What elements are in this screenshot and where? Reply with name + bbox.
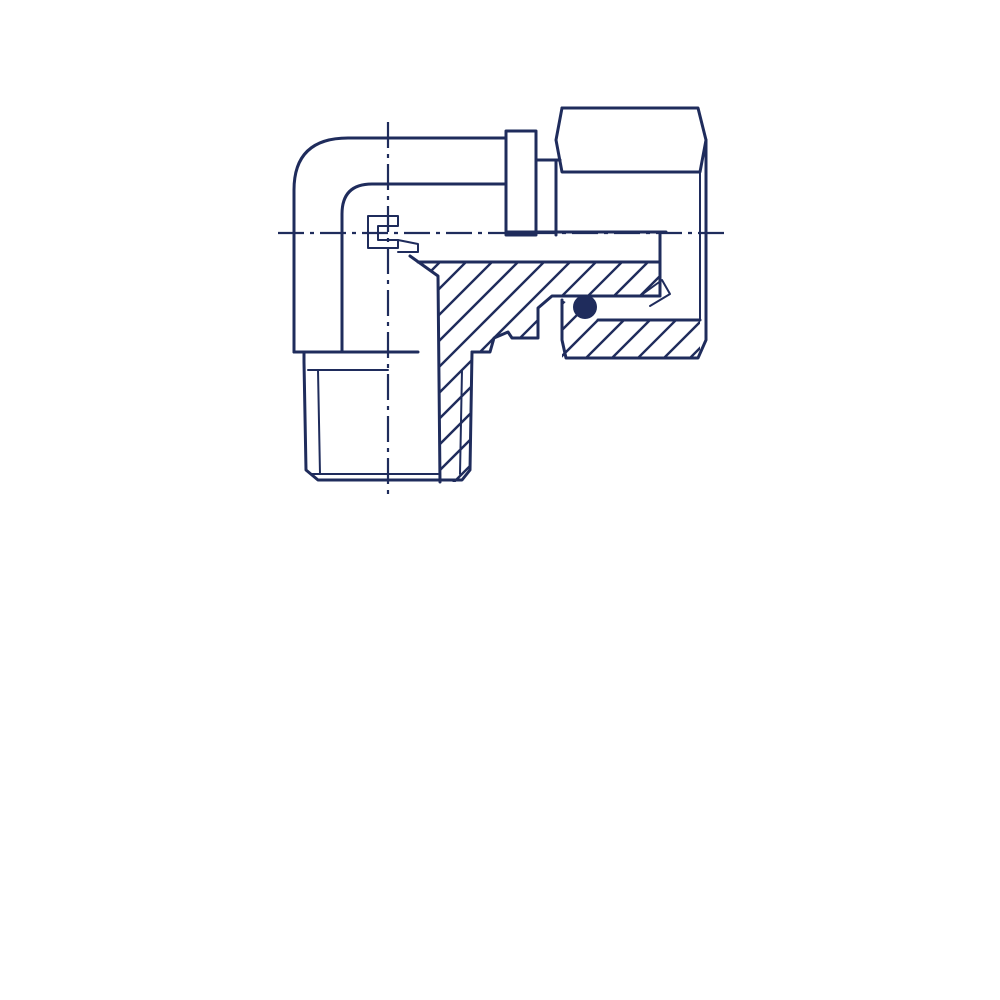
- body-hatch-line-8: [418, 262, 609, 482]
- body-hatch-line-19: [643, 262, 660, 482]
- nut-hex-outline: [560, 106, 708, 360]
- nut-hatch-line-8: [677, 300, 700, 358]
- body-hatch-line-2: [418, 262, 453, 482]
- body-hatch-line-16: [565, 262, 660, 482]
- body-hatch-line-14: [513, 262, 660, 482]
- nut-hatch-line-7: [651, 300, 700, 358]
- stud-thread-root-left: [317, 369, 321, 475]
- body-hatch-line-12: [461, 262, 660, 482]
- body-hatch-line-11: [435, 262, 660, 482]
- lock-clip-arm: [397, 239, 419, 253]
- stud-outer-contour: [302, 350, 474, 482]
- body-hatch-line-17: [591, 262, 660, 482]
- o-ring: [573, 295, 597, 319]
- nut-cone-seat: [639, 279, 671, 307]
- body-hatch-line-0: [150, 250, 400, 500]
- body-section: [150, 230, 668, 500]
- body-hatch-line-15: [539, 262, 660, 482]
- lock-clip-outline: [367, 215, 399, 249]
- elbow-inner-contour: [340, 182, 508, 354]
- body-section-outline: [408, 230, 662, 484]
- elbow-outer-contour: [292, 136, 508, 354]
- nut-hex-upper: [554, 106, 708, 174]
- flange-collar: [504, 129, 562, 237]
- body-hatch-line-7: [418, 262, 583, 482]
- body-hatching: [150, 250, 660, 500]
- elbow-body: [292, 136, 508, 354]
- nut-hatch-line-1: [562, 300, 577, 358]
- collar-plate: [504, 129, 538, 237]
- union-nut: [554, 106, 784, 370]
- body-hatch-line-9: [418, 262, 635, 482]
- body-hatch-line-10: [418, 262, 660, 482]
- nut-hatch-line-9: [704, 290, 784, 370]
- lock-clip: [367, 215, 419, 253]
- body-hatch-line-18: [617, 262, 660, 482]
- body-hatch-line-4: [418, 262, 505, 482]
- body-hatch-line-5: [418, 262, 531, 482]
